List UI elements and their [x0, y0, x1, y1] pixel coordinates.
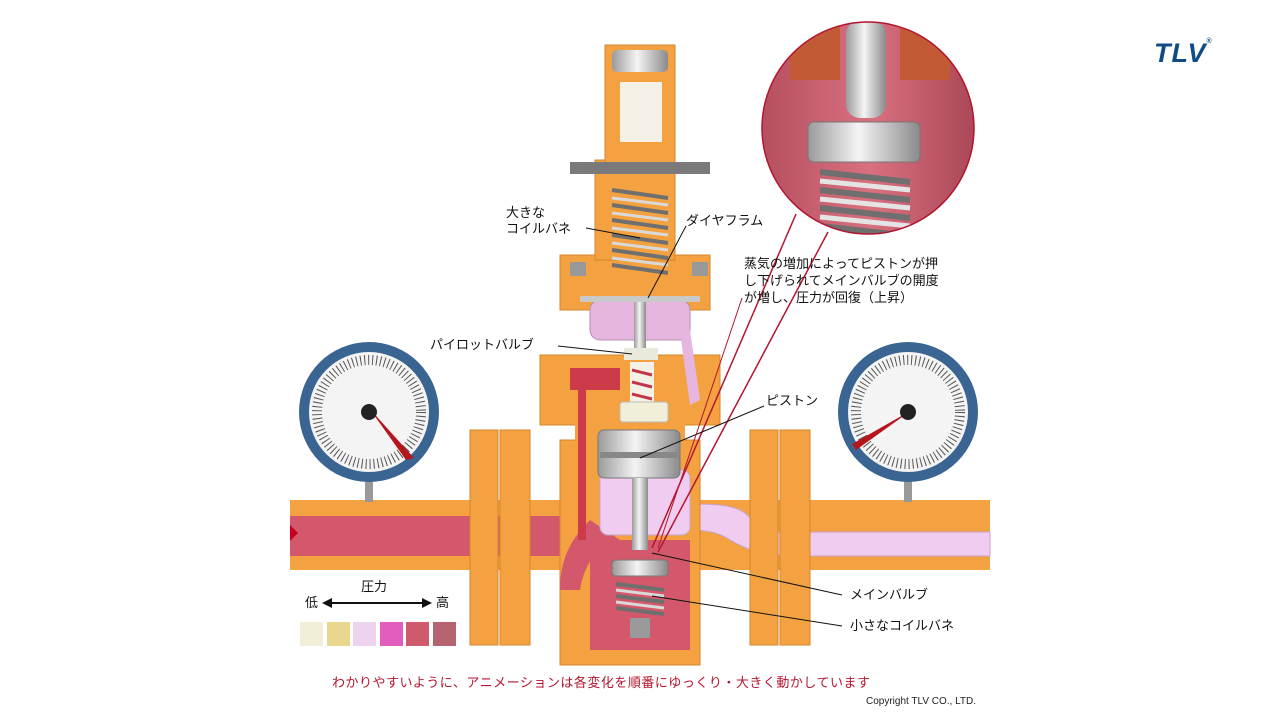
animation-note: わかりやすいように、アニメーションは各変化を順番にゆっくり・大きく動かしています [332, 676, 871, 691]
label-piston: ピストン [766, 394, 819, 409]
legend-swatch [432, 622, 456, 646]
outlet-pressure-gauge [838, 342, 978, 502]
main-valve [611, 559, 669, 638]
legend-high: 高 [436, 596, 450, 611]
legend-arrow [322, 598, 432, 608]
label-large-spring: 大きな コイルバネ [506, 206, 571, 238]
magnifier-view [651, 21, 975, 553]
legend-swatch [379, 622, 403, 646]
diaphragm [580, 296, 700, 302]
leader-lines [557, 225, 843, 627]
explanation-line3: が増し、圧力が回復（上昇） [744, 291, 914, 306]
large-spring [611, 188, 669, 275]
logo-text: TLV [1154, 38, 1207, 68]
legend-title: 圧力 [361, 580, 388, 595]
copyright: Copyright TLV CO., LTD. [866, 696, 977, 707]
label-small-spring: 小さなコイルバネ [850, 619, 955, 634]
logo-registered: ® [1206, 38, 1213, 45]
label-main-valve: メインバルブ [850, 588, 929, 603]
pilot-valve [570, 300, 700, 540]
label-diaphragm: ダイヤフラム [686, 214, 764, 229]
piston [597, 429, 681, 550]
legend-low: 低 [305, 596, 319, 611]
legend-swatch [300, 622, 323, 646]
legend-swatch [406, 622, 429, 646]
label-large-spring-line2: コイルバネ [506, 222, 572, 237]
legend-swatch [326, 622, 350, 646]
explanation-line1: 蒸気の増加によってピストンが押 [744, 257, 938, 272]
inlet-pressure-gauge [299, 342, 439, 502]
explanation-line2: し下げられてメインバルブの開度 [744, 274, 939, 289]
explanation-text: 蒸気の増加によってピストンが押 し下げられてメインバルブの開度 が増し、圧力が回… [744, 256, 939, 307]
label-pilot-valve: パイロットバルブ [430, 338, 535, 353]
label-large-spring-line1: 大きな [506, 206, 546, 221]
inlet-pipe [290, 429, 590, 646]
legend-swatch [353, 622, 376, 646]
outlet-pipe [679, 429, 991, 646]
tlv-logo: TLV® [1154, 38, 1213, 69]
